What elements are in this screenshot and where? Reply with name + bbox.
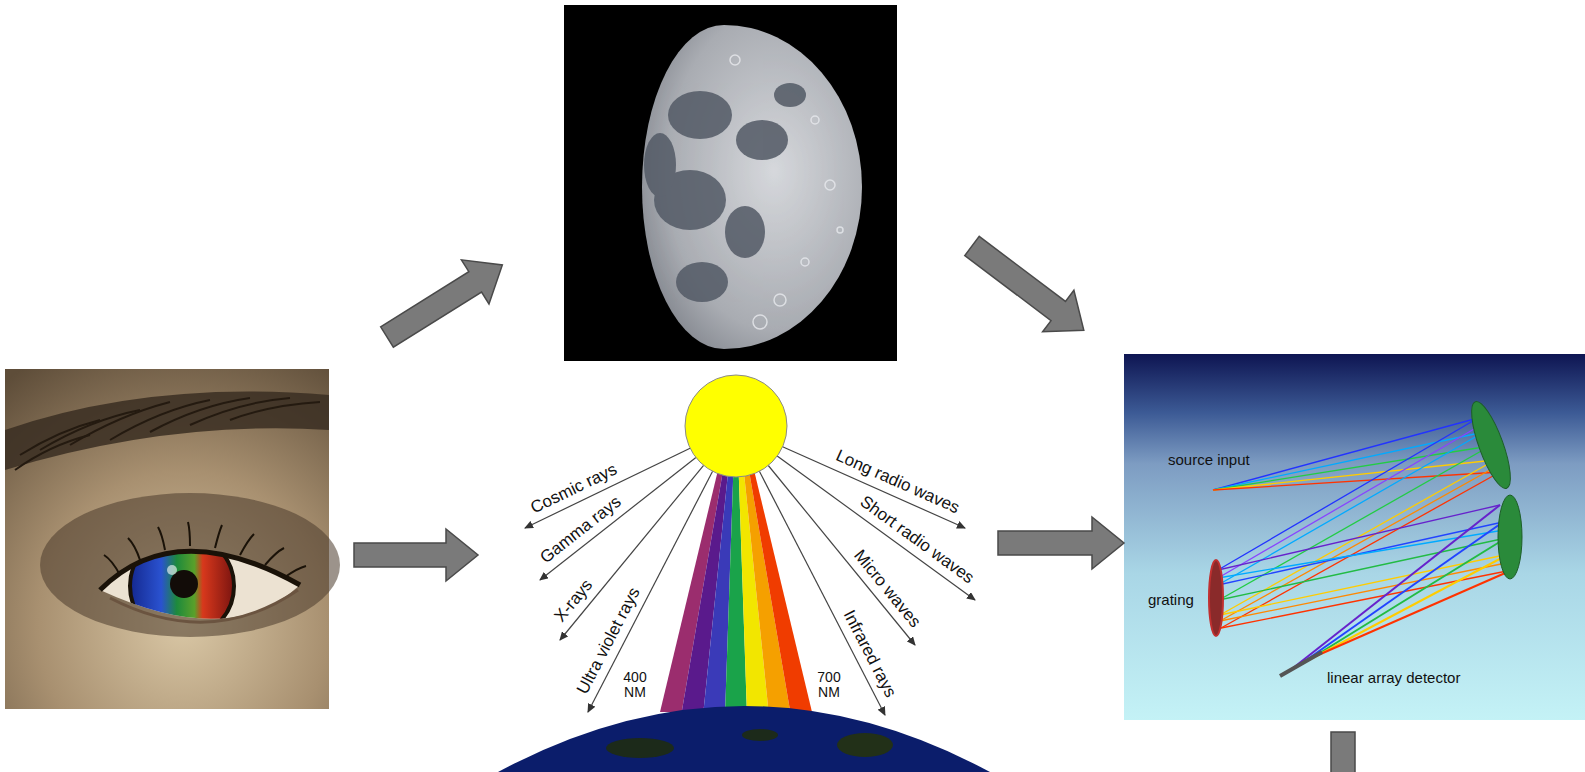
panel-ground: [1124, 354, 1585, 720]
spectrometer-panel: source input grating linear array detector: [1124, 354, 1585, 720]
craters: [730, 55, 843, 329]
eye-photo: [5, 369, 340, 709]
rays-in: [1213, 418, 1500, 490]
land: [606, 738, 674, 758]
land: [742, 729, 778, 741]
part-label: grating: [1148, 591, 1194, 608]
part-label: linear array detector: [1327, 669, 1460, 686]
block-arrow: [373, 243, 516, 359]
ray-lines: [525, 447, 975, 715]
earth: [498, 706, 990, 772]
mirror: [1498, 495, 1522, 579]
block-arrow: [998, 517, 1124, 569]
moon-maria: [644, 83, 806, 302]
rays-focused: [1288, 505, 1512, 672]
eyebrow: [5, 392, 329, 470]
lower-lid: [110, 590, 298, 622]
spectrometer-figure: [1124, 354, 1585, 720]
rays-collimated: [1218, 418, 1500, 628]
sun: [685, 375, 787, 477]
band: [744, 470, 791, 712]
part-label: source input: [1168, 451, 1250, 468]
spectrum-label: 400 NM: [616, 670, 654, 701]
band: [749, 470, 812, 712]
spectrum-label: X-rays: [551, 576, 597, 626]
block-arrow: [1331, 732, 1355, 772]
upper-lid: [100, 551, 300, 590]
spectrum-label: Infrared rays: [839, 607, 900, 701]
land: [837, 733, 893, 757]
spectrum-figure: [498, 375, 990, 772]
block-arrow: [956, 225, 1099, 351]
flow-arrows: [354, 225, 1355, 772]
block-arrow: [354, 529, 478, 581]
night-sky: [564, 5, 897, 361]
moon: [642, 25, 862, 349]
spectrum-label: Long radio waves: [832, 446, 962, 518]
eyelashes: [104, 522, 306, 577]
spectrum-label: 700 NM: [810, 670, 848, 701]
eyebrow-hair: [15, 398, 320, 470]
detector: [1280, 652, 1322, 676]
eye-socket: [40, 493, 340, 637]
mirror: [1464, 398, 1518, 493]
moon-photo: [564, 5, 897, 361]
grating: [1209, 560, 1223, 636]
spectrum-figure-node: Cosmic raysGamma raysX-raysUltra violet …: [500, 370, 998, 772]
rays-dispersed: [1218, 505, 1512, 628]
